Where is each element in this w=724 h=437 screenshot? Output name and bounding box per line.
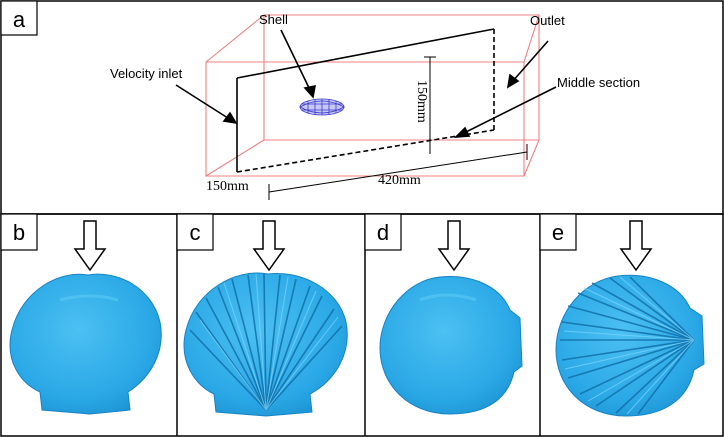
shell-b-smooth <box>10 274 161 414</box>
panel-a-label: a <box>13 7 26 32</box>
outlet-label: Outlet <box>530 13 565 28</box>
height-dimension-label: 150mm <box>414 80 429 123</box>
length-dimension-label: 420mm <box>378 173 421 188</box>
panel-b-label: b <box>13 220 25 245</box>
panel-a-frame <box>1 1 723 214</box>
velocity-inlet-label: Velocity inlet <box>110 66 183 81</box>
middle-section-label: Middle section <box>557 75 640 90</box>
panel-d-label: d <box>377 220 389 245</box>
shell-d-smooth-rotated <box>380 277 522 414</box>
flow-arrow-d-icon <box>439 221 469 270</box>
shell-mesh-icon <box>300 99 344 115</box>
panel-e-label: e <box>552 220 564 245</box>
panel-c-label: c <box>190 220 201 245</box>
shell-label: Shell <box>259 12 288 27</box>
shell-e-ribbed-rotated <box>556 275 704 416</box>
flow-arrow-e-icon <box>621 221 651 270</box>
flow-arrow-b-icon <box>75 221 105 270</box>
depth-dimension-label: 150mm <box>206 179 249 194</box>
shell-c-ribbed <box>184 273 347 416</box>
flow-arrow-c-icon <box>254 221 284 270</box>
